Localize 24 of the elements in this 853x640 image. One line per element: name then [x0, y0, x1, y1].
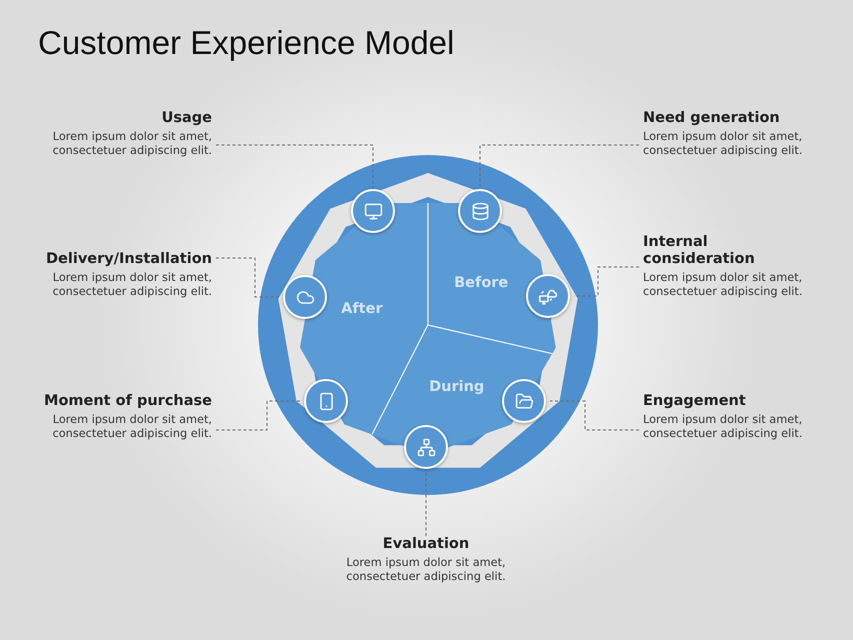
- step-description: Lorem ipsum dolor sit amet, consectetuer adipiscing elit.: [345, 556, 507, 584]
- step-heading: Moment of purchase: [43, 393, 212, 410]
- step-description: Lorem ipsum dolor sit amet, consectetuer adipiscing elit.: [643, 271, 804, 299]
- step-heading: Engagement: [643, 393, 747, 410]
- phase-label: During: [429, 378, 484, 395]
- step-description: Lorem ipsum dolor sit amet, consectetuer adipiscing elit.: [52, 130, 212, 158]
- leader-line: [574, 266, 640, 296]
- leader-line: [216, 144, 374, 190]
- step-description: Lorem ipsum dolor sit amet, consectetuer adipiscing elit.: [643, 413, 804, 441]
- step-heading: Delivery/Installation: [45, 251, 212, 268]
- leader-line: [216, 400, 300, 430]
- leader-line: [216, 258, 280, 298]
- step-heading: Internal consideration: [643, 234, 756, 268]
- step-heading: Usage: [160, 110, 212, 127]
- leader-line: [550, 400, 640, 430]
- step-description: Lorem ipsum dolor sit amet, consectetuer adipiscing elit.: [52, 413, 212, 441]
- step-description: Lorem ipsum dolor sit amet, consectetuer adipiscing elit.: [52, 271, 212, 299]
- title: Customer Experience Model: [38, 24, 454, 62]
- phase-label: Before: [454, 274, 508, 291]
- phase-label: After: [341, 301, 383, 318]
- step-heading: Evaluation: [382, 536, 470, 553]
- leader-line: [480, 144, 640, 190]
- step-description: Lorem ipsum dolor sit amet, consectetuer adipiscing elit.: [643, 130, 804, 158]
- step-heading: Need generation: [643, 110, 781, 127]
